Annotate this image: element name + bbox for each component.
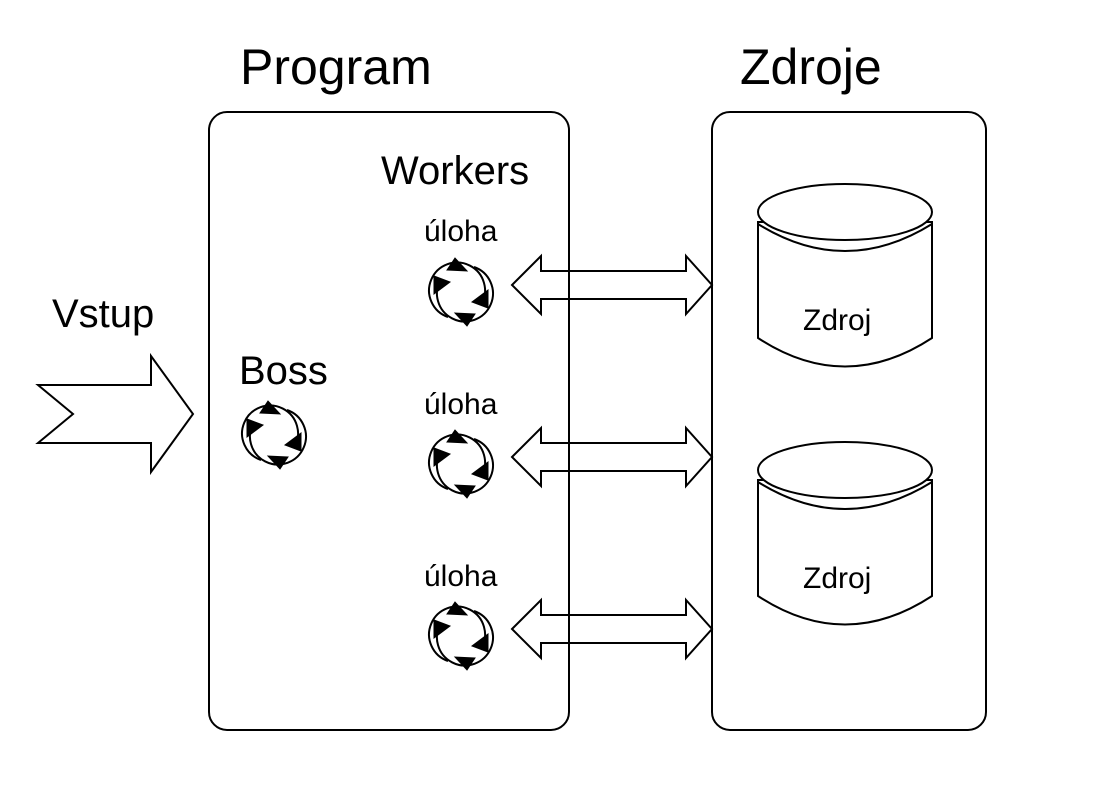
task-label: úloha <box>424 560 498 593</box>
workers-label: Workers <box>381 149 529 193</box>
boss-label: Boss <box>239 349 328 393</box>
database-icon <box>757 183 933 368</box>
resource-label: Zdroj <box>803 304 871 337</box>
resource-label: Zdroj <box>803 562 871 595</box>
resources-title: Zdroje <box>740 39 882 95</box>
database-icon <box>757 441 933 626</box>
double-arrow-icon <box>511 427 713 487</box>
input-label: Vstup <box>52 292 154 336</box>
double-arrow-icon <box>511 255 713 315</box>
program-box <box>208 111 570 731</box>
task-label: úloha <box>424 215 498 248</box>
input-arrow-icon <box>35 352 195 476</box>
double-arrow-icon <box>511 599 713 659</box>
program-title: Program <box>240 39 432 95</box>
task-label: úloha <box>424 388 498 421</box>
